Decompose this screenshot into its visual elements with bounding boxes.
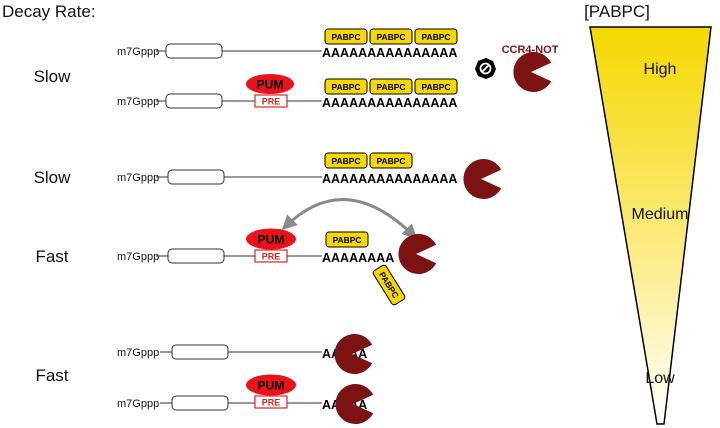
svg-text:PABPC: PABPC <box>421 32 450 42</box>
interaction-arrow <box>281 198 418 240</box>
ccr4-not-label: CCR4-NOT <box>502 44 559 56</box>
svg-text:PABPC: PABPC <box>332 235 361 245</box>
svg-text:PABPC: PABPC <box>421 82 450 92</box>
level-high: High <box>644 61 677 78</box>
svg-text:PABPC: PABPC <box>376 82 405 92</box>
svg-text:PRE: PRE <box>262 97 281 107</box>
svg-text:PABPC: PABPC <box>376 32 405 42</box>
transcript-2: m7Gppp AAAAAAAAAAAAAAA PABPC PABPC <box>117 152 502 200</box>
ccr4-not-pacman-icon <box>398 234 437 274</box>
transcript-3: m7Gppp PUM PRE AAAAAAAA PABPC PABPC <box>117 228 437 306</box>
poly-a-tail: AAAAAAAAAAAAAAA <box>322 96 457 110</box>
pabpc-protein <box>414 28 458 45</box>
ccr4-not-pacman-icon <box>334 334 373 374</box>
cap-label: m7Gppp <box>117 172 159 184</box>
pum-protein <box>246 228 296 250</box>
pum-protein <box>246 374 296 396</box>
pabpc-protein <box>414 78 458 95</box>
pre-element <box>254 249 288 263</box>
coding-region <box>171 395 229 411</box>
row-4-rate: Fast <box>35 366 68 385</box>
transcript-1a: m7Gppp AAAAAAAAAAAAAAA PABPC PABPC PABPC <box>117 28 458 60</box>
pre-element <box>254 94 288 108</box>
pabpc-protein <box>324 152 368 169</box>
pabpc-protein <box>369 28 413 45</box>
pabpc-protein <box>324 28 368 45</box>
row-2-rate: Slow <box>34 168 72 187</box>
transcript-4b: m7Gppp PUM PRE AAAAA <box>117 374 374 424</box>
svg-text:PUM: PUM <box>257 78 284 92</box>
no-entry-icon <box>475 58 496 79</box>
svg-text:PABPC: PABPC <box>331 32 360 42</box>
svg-text:PABPC: PABPC <box>331 156 360 166</box>
coding-region <box>165 93 223 109</box>
cap-label: m7Gppp <box>117 96 159 108</box>
coding-region <box>171 344 229 360</box>
cap-label: m7Gppp <box>117 46 159 58</box>
poly-a-tail: AAAAAAAA <box>322 251 394 265</box>
coding-region <box>165 43 223 59</box>
pabpc-protein <box>369 78 413 95</box>
ccr4-not-pacman-icon <box>335 384 374 424</box>
svg-text:PUM: PUM <box>258 379 285 393</box>
pabpc-protein <box>325 231 369 248</box>
row-3-rate: Fast <box>35 247 68 266</box>
ccr4-not-pacman-icon <box>513 51 552 92</box>
svg-text:PRE: PRE <box>262 252 281 262</box>
coding-region <box>167 248 225 264</box>
cap-label: m7Gppp <box>117 251 159 263</box>
ccr4-not-pacman-icon <box>463 159 502 200</box>
svg-text:PRE: PRE <box>262 398 281 408</box>
pabpc-protein <box>369 152 413 169</box>
level-low: Low <box>645 370 675 387</box>
transcript-1b: m7Gppp PUM PRE AAAAAAAAAAAAAAA PABPC PAB… <box>117 74 458 110</box>
pre-element <box>254 395 288 409</box>
level-medium: Medium <box>632 206 689 223</box>
transcript-4a: m7Gppp AAAAA <box>117 334 373 374</box>
svg-text:PABPC: PABPC <box>376 156 405 166</box>
pabpc-protein <box>324 78 368 95</box>
cap-label: m7Gppp <box>117 398 159 410</box>
pabpc-gradient-wedge <box>589 26 712 425</box>
decay-rate-heading: Decay Rate: <box>2 2 96 21</box>
pabpc-released: PABPC <box>372 264 406 306</box>
svg-text:PUM: PUM <box>258 233 285 247</box>
pum-protein <box>246 74 294 94</box>
cap-label: m7Gppp <box>117 347 159 359</box>
poly-a-tail: AAAAAAAAAAAAAAA <box>322 172 457 186</box>
coding-region <box>167 169 225 185</box>
pabpc-concentration-heading: [PABPC] <box>584 2 650 21</box>
row-1-rate: Slow <box>34 67 72 86</box>
svg-text:PABPC: PABPC <box>331 82 360 92</box>
poly-a-tail: AAAAAAAAAAAAAAA <box>322 46 457 60</box>
